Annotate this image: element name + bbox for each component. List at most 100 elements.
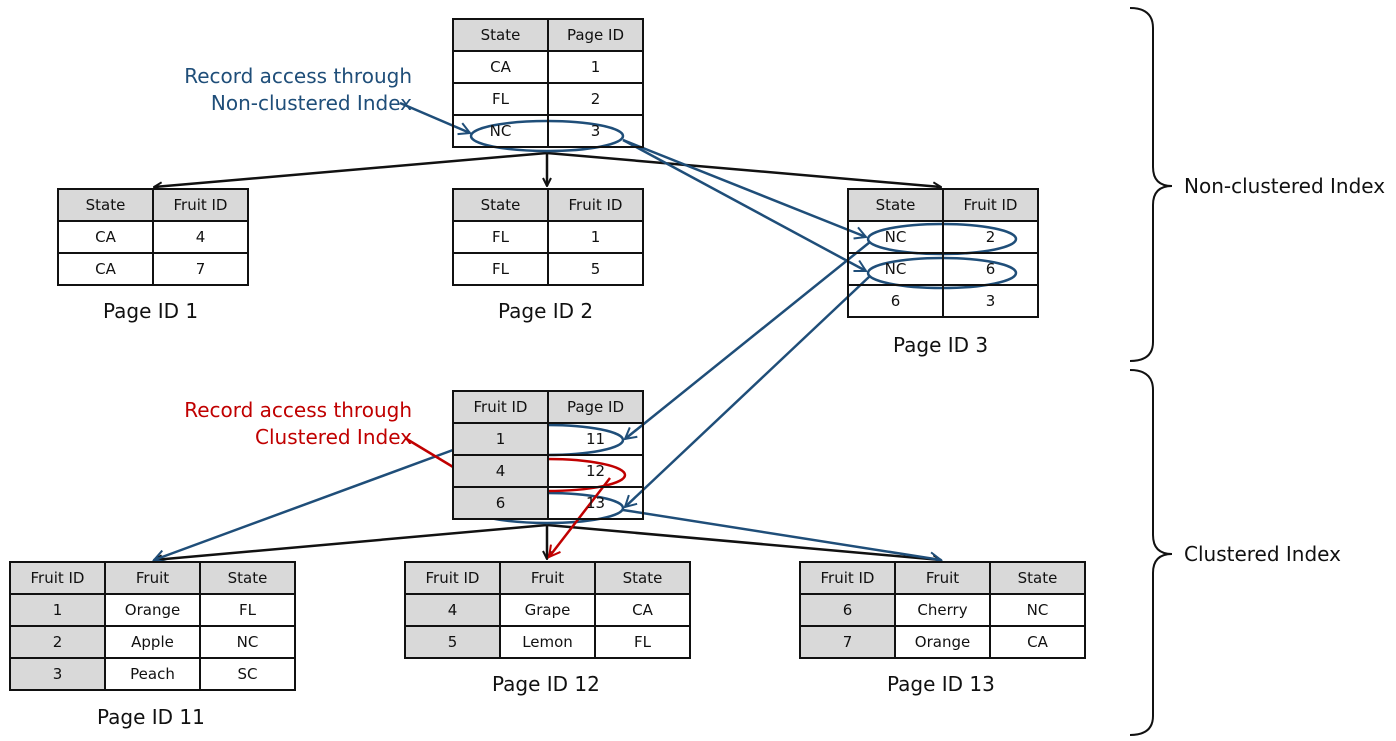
header-cell: Fruit ID <box>799 561 896 595</box>
header-cell: State <box>594 561 691 595</box>
table-row: CA 1 <box>452 50 644 84</box>
table-row: FL 1 <box>452 220 644 254</box>
nonclustered-access-line1: Record access through <box>184 64 412 88</box>
edge-root-to-page1 <box>154 151 548 187</box>
cell: 2 <box>942 220 1039 254</box>
table-row: CA 7 <box>57 252 249 286</box>
header-cell: State <box>199 561 296 595</box>
cell: 1 <box>547 50 644 84</box>
page2-table: State Fruit ID FL 1 FL 5 <box>452 188 644 286</box>
table-row: NC 2 <box>847 220 1039 254</box>
page12-caption: Page ID 12 <box>492 672 600 696</box>
header-cell: Page ID <box>547 390 644 424</box>
table-row: 4 12 <box>452 454 644 488</box>
cell: NC <box>847 252 944 286</box>
cell: 2 <box>547 82 644 116</box>
cell: 13 <box>547 486 644 520</box>
clustered-access-note: Record access through Clustered Index <box>172 397 412 451</box>
cell: 6 <box>452 486 549 520</box>
table-row: NC 6 <box>847 252 1039 286</box>
nonclustered-index-label: Non-clustered Index <box>1184 174 1386 198</box>
table-row: FL 2 <box>452 82 644 116</box>
cell: CA <box>57 220 154 254</box>
table-row: 5 Lemon FL <box>404 625 691 659</box>
page11-caption: Page ID 11 <box>97 705 205 729</box>
cell: NC <box>199 625 296 659</box>
page3-caption: Page ID 3 <box>893 333 989 357</box>
nonclustered-access-line2: Non-clustered Index <box>210 91 412 115</box>
cell: 3 <box>9 657 106 691</box>
page13-caption: Page ID 13 <box>887 672 995 696</box>
brace-nonclustered <box>1129 7 1173 362</box>
cell: FL <box>594 625 691 659</box>
clustered-index-label: Clustered Index <box>1184 542 1341 566</box>
cell: 5 <box>547 252 644 286</box>
cell: FL <box>199 593 296 627</box>
header-cell: Fruit ID <box>9 561 106 595</box>
nonclustered-access-note: Record access through Non-clustered Inde… <box>172 63 412 117</box>
cell: 6 <box>942 252 1039 286</box>
page11-table: Fruit ID Fruit State 1 Orange FL 2 Apple… <box>9 561 296 691</box>
table-row: 3 Peach SC <box>9 657 296 691</box>
cell: NC <box>847 220 944 254</box>
cell: CA <box>989 625 1086 659</box>
brace-clustered <box>1129 369 1173 736</box>
page3-table: State Fruit ID NC 2 NC 6 6 3 <box>847 188 1039 318</box>
clustered-access-line2: Clustered Index <box>255 425 412 449</box>
blue-croot1-to-page11 <box>154 441 473 560</box>
blue-root-to-nc6 <box>622 138 866 273</box>
table-row: CA 4 <box>57 220 249 254</box>
cell: 11 <box>547 422 644 456</box>
table-row: 6 13 <box>452 486 644 520</box>
clustered-root-table: Fruit ID Page ID 1 11 4 12 6 13 <box>452 390 644 520</box>
cell: 5 <box>404 625 501 659</box>
cell: 2 <box>9 625 106 659</box>
cell: FL <box>452 252 549 286</box>
page1-caption: Page ID 1 <box>103 299 199 323</box>
cell: 4 <box>452 454 549 488</box>
header-cell: State <box>452 188 549 222</box>
cell: Cherry <box>894 593 991 627</box>
page12-table: Fruit ID Fruit State 4 Grape CA 5 Lemon … <box>404 561 691 659</box>
cell: NC <box>989 593 1086 627</box>
cell: 6 <box>799 593 896 627</box>
cell: Lemon <box>499 625 596 659</box>
blue-nc2-to-croot-1 <box>625 241 871 439</box>
page1-table: State Fruit ID CA 4 CA 7 <box>57 188 249 286</box>
header-cell: State <box>57 188 154 222</box>
nonclustered-root-table: State Page ID CA 1 FL 2 NC 3 <box>452 18 644 148</box>
table-row: 6 Cherry NC <box>799 593 1086 627</box>
cell: 1 <box>452 422 549 456</box>
cell: Orange <box>894 625 991 659</box>
cell: Peach <box>104 657 201 691</box>
cell: SC <box>199 657 296 691</box>
edge-root-to-page3 <box>546 151 941 187</box>
cell: CA <box>594 593 691 627</box>
cell: 1 <box>547 220 644 254</box>
table-row: 4 Grape CA <box>404 593 691 627</box>
blue-root-to-nc2 <box>622 138 866 237</box>
header-cell: Fruit <box>104 561 201 595</box>
cell: NC <box>452 114 549 148</box>
header-cell: State <box>452 18 549 52</box>
cell: Orange <box>104 593 201 627</box>
header-cell: Fruit ID <box>404 561 501 595</box>
table-row: 2 Apple NC <box>9 625 296 659</box>
page13-table: Fruit ID Fruit State 6 Cherry NC 7 Orang… <box>799 561 1086 659</box>
blue-nc6-to-croot-6 <box>625 275 871 507</box>
cell: FL <box>452 220 549 254</box>
cell: 3 <box>942 284 1039 318</box>
page2-caption: Page ID 2 <box>498 299 594 323</box>
table-row: 1 11 <box>452 422 644 456</box>
cell: 7 <box>799 625 896 659</box>
header-cell: Fruit ID <box>452 390 549 424</box>
cell: 4 <box>152 220 249 254</box>
header-cell: Page ID <box>547 18 644 52</box>
header-cell: Fruit ID <box>942 188 1039 222</box>
cell: 1 <box>9 593 106 627</box>
header-cell: Fruit ID <box>152 188 249 222</box>
header-cell: State <box>847 188 944 222</box>
header-cell: State <box>989 561 1086 595</box>
blue-croot6-to-page13 <box>622 508 941 560</box>
table-row: 7 Orange CA <box>799 625 1086 659</box>
